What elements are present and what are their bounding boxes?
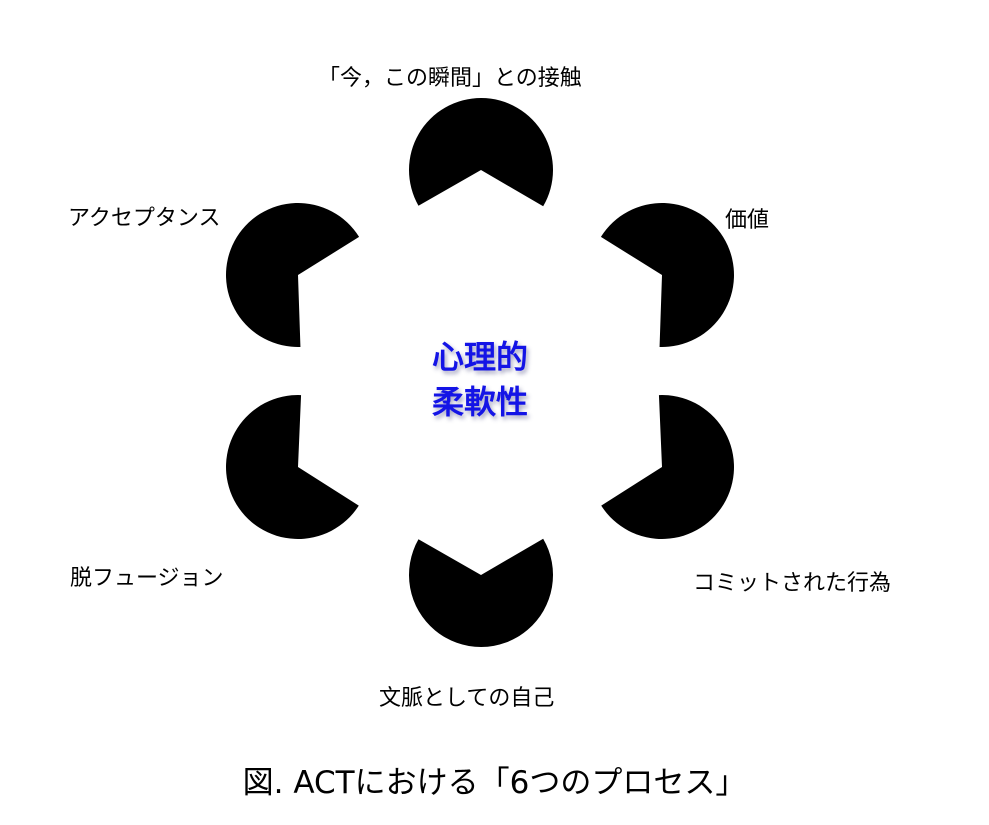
pacman-committed-action bbox=[601, 395, 734, 539]
center-line1: 心理的 bbox=[431, 338, 528, 376]
center-line2: 柔軟性 bbox=[431, 383, 528, 421]
center-text: 心理的 柔軟性 bbox=[380, 335, 580, 425]
label-values: 価値 bbox=[725, 208, 770, 233]
label-committed-action: コミットされた行為 bbox=[693, 571, 892, 596]
label-acceptance: アクセプタンス bbox=[68, 206, 221, 231]
pacman-present-moment bbox=[409, 98, 554, 207]
label-present-moment: 「今，この瞬間」との接触 bbox=[318, 66, 582, 91]
pacman-values bbox=[600, 203, 734, 347]
pacman-self-as-context bbox=[409, 538, 553, 647]
pacman-acceptance bbox=[225, 203, 360, 347]
label-self-as-context: 文脈としての自己 bbox=[379, 686, 555, 711]
pacman-defusion bbox=[226, 395, 359, 539]
figure-caption: 図. ACTにおける「6つのプロセス」 bbox=[242, 765, 747, 801]
label-defusion: 脱フュージョン bbox=[70, 566, 224, 591]
